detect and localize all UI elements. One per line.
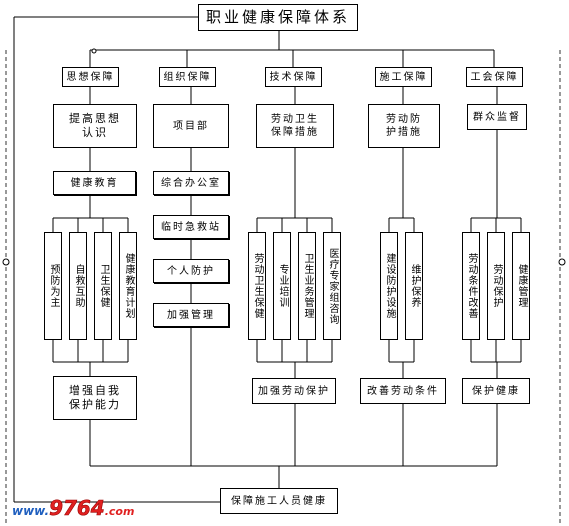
header-technology: 技术保障 — [265, 67, 322, 87]
ideology-sub-selfhelp: 自救互助 — [69, 232, 87, 340]
construction-result: 改善劳动条件 — [360, 378, 446, 404]
ideology-sub-prevention: 预防为主 — [44, 232, 62, 340]
ideology-sub-education-plan: 健康教育计划 — [119, 232, 137, 340]
union-result: 保护健康 — [462, 378, 530, 404]
watermark-number: 9764 — [49, 496, 105, 521]
header-organization: 组织保障 — [159, 67, 216, 87]
technology-sub-consulting: 医疗专家组咨询 — [323, 232, 341, 340]
ideology-step-education: 健康教育 — [53, 171, 136, 195]
union-sub-health: 健康管理 — [512, 232, 530, 340]
watermark-suffix: .com — [104, 505, 135, 518]
header-ideology: 思想保障 — [62, 67, 119, 87]
ideology-step-awareness: 提高思想认识 — [53, 104, 137, 148]
ideology-result: 增强自我保护能力 — [53, 376, 137, 420]
technology-sub-management: 卫生业务管理 — [298, 232, 316, 340]
watermark-logo: www. 9764 .com — [12, 496, 135, 521]
header-construction: 施工保障 — [375, 67, 432, 87]
construction-step-measures: 劳动防护措施 — [368, 104, 440, 148]
goal-box: 保障施工人员健康 — [220, 488, 338, 514]
ideology-sub-hygiene: 卫生保健 — [94, 232, 112, 340]
diagram-title: 职业健康保障体系 — [198, 4, 358, 31]
watermark-prefix: www. — [12, 504, 50, 518]
construction-sub-facilities: 建设防护设施 — [380, 232, 398, 340]
union-sub-protection: 劳动保护 — [487, 232, 505, 340]
union-sub-conditions: 劳动条件改善 — [462, 232, 480, 340]
technology-result: 加强劳动保护 — [252, 378, 336, 404]
organization-step-project-dept: 项目部 — [153, 104, 229, 148]
organization-step-office: 综合办公室 — [153, 171, 229, 195]
header-union: 工会保障 — [466, 67, 523, 87]
construction-sub-maintenance: 维护保养 — [405, 232, 423, 340]
union-step-supervision: 群众监督 — [467, 104, 527, 130]
organization-step-first-aid: 临时急救站 — [153, 215, 229, 239]
technology-sub-health-care: 劳动卫生保健 — [248, 232, 266, 340]
organization-step-protection: 个人防护 — [153, 259, 229, 283]
organization-step-management: 加强管理 — [153, 303, 229, 327]
technology-step-measures: 劳动卫生保障措施 — [256, 104, 334, 148]
technology-sub-training: 专业培训 — [273, 232, 291, 340]
